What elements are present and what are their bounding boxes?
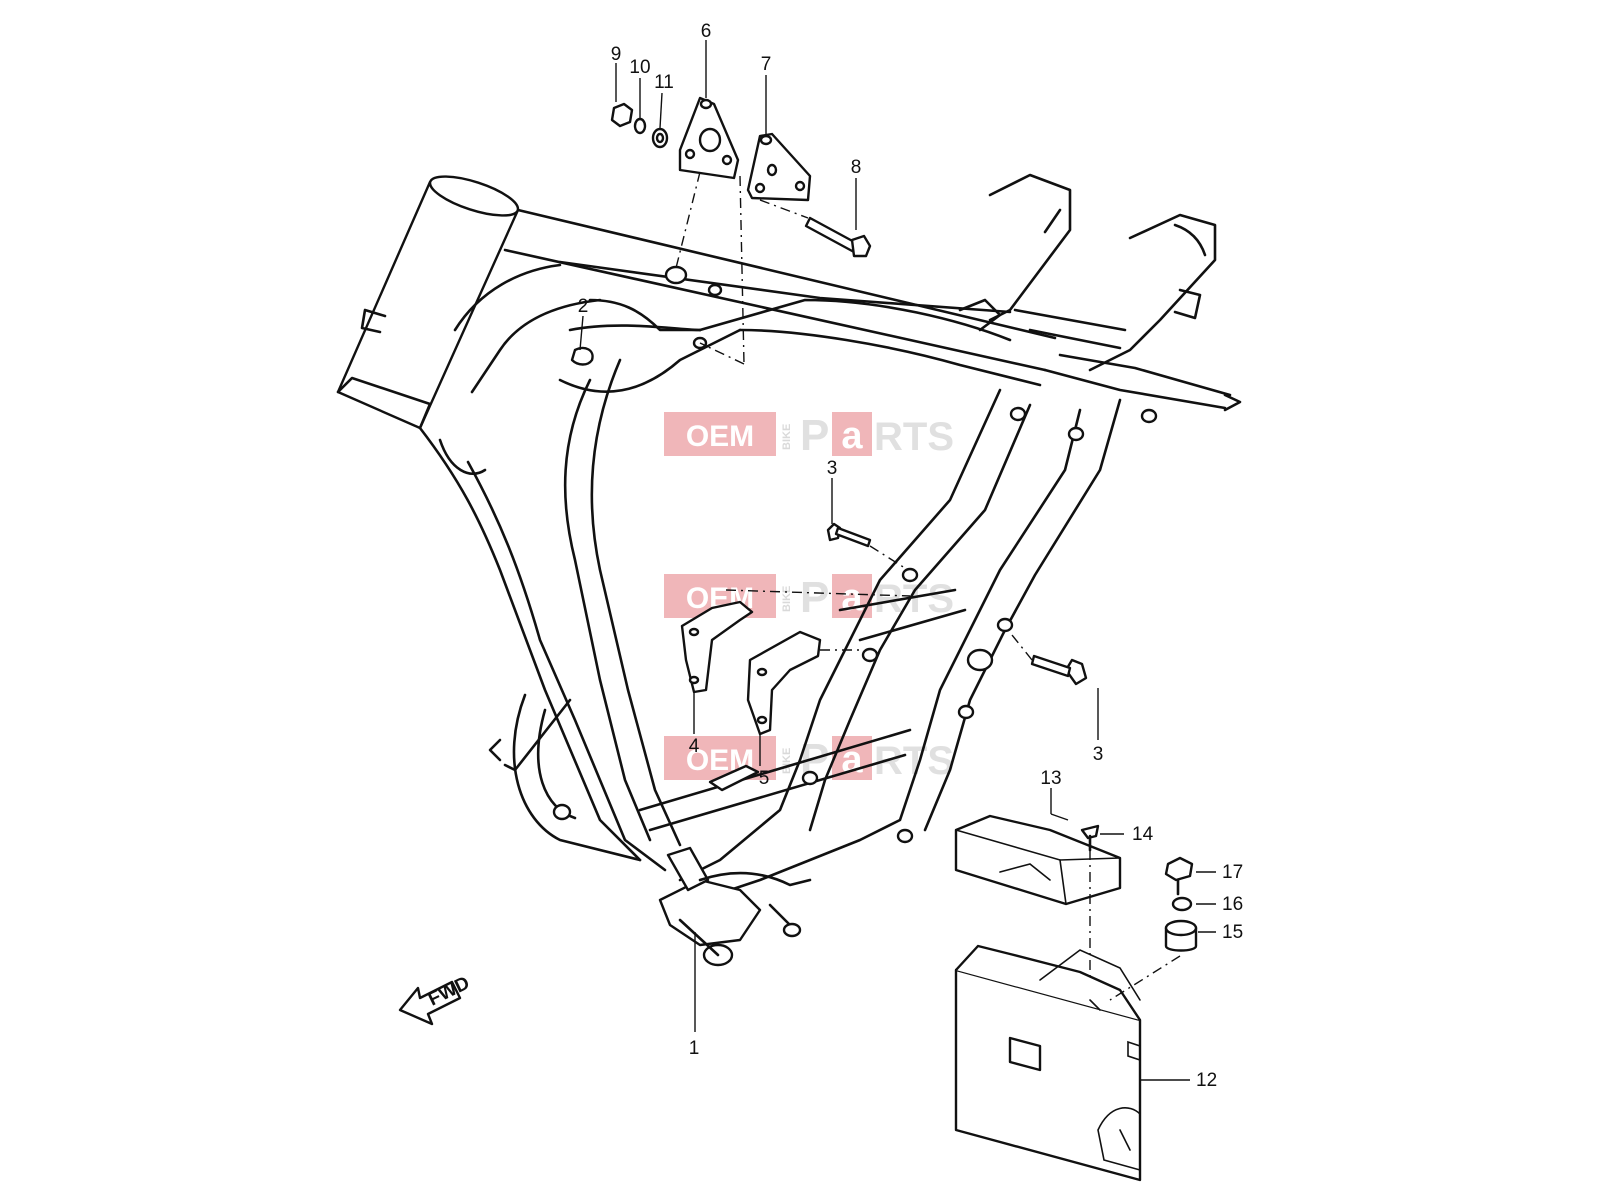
dash-lines <box>675 171 1181 1001</box>
washer-part-11 <box>651 127 669 149</box>
watermark-p: P <box>800 411 829 460</box>
watermark-a: a <box>841 577 863 619</box>
bracket-part-5 <box>708 630 822 792</box>
callout-1: 1 <box>689 1038 700 1059</box>
fwd-arrow: FWD <box>398 973 473 1026</box>
callout-5: 5 <box>759 768 770 789</box>
cushion-part-15 <box>1164 919 1198 952</box>
callout-11: 11 <box>654 72 674 93</box>
bracket-part-7 <box>746 132 812 202</box>
watermark-1: OEM BIKE P a RTS <box>664 411 954 460</box>
callout-3-upper: 3 <box>827 458 838 479</box>
callout-8: 8 <box>851 157 862 178</box>
watermark-oem: OEM <box>686 420 754 453</box>
watermark-rts: RTS <box>874 415 954 459</box>
callout-4: 4 <box>689 736 700 757</box>
leader-lines <box>579 40 1216 1081</box>
watermark-p: P <box>800 573 829 622</box>
collar-part-16 <box>1171 896 1193 912</box>
callout-17: 17 <box>1222 862 1243 883</box>
callout-labels: 9 10 11 6 7 8 2 3 3 4 5 1 13 14 17 16 15… <box>578 21 1243 1091</box>
battery-case-part-12 <box>954 944 1142 1182</box>
callout-13: 13 <box>1040 768 1061 789</box>
watermark-bike: BIKE <box>781 586 793 612</box>
watermark-a: a <box>841 415 863 457</box>
grommet-part-2 <box>570 346 594 366</box>
callout-7: 7 <box>761 54 772 75</box>
bolt-part-3-lower <box>1030 654 1088 686</box>
main-frame <box>336 173 1242 967</box>
callout-9: 9 <box>611 44 622 65</box>
bracket-part-6 <box>678 96 740 180</box>
bolt-part-17 <box>1164 856 1194 896</box>
washer-part-10 <box>633 117 647 135</box>
callout-16: 16 <box>1222 894 1243 915</box>
callout-10: 10 <box>629 57 650 78</box>
watermark-bike: BIKE <box>781 424 793 450</box>
callout-14: 14 <box>1132 824 1154 845</box>
callout-3-lower: 3 <box>1093 744 1104 765</box>
callout-6: 6 <box>701 21 712 42</box>
callout-2: 2 <box>578 296 589 317</box>
nut-part-9 <box>610 102 634 128</box>
watermark-bike: BIKE <box>781 748 793 774</box>
bolt-part-8 <box>804 216 872 258</box>
callout-15: 15 <box>1222 922 1243 943</box>
battery-cover-part-13 <box>954 814 1122 906</box>
watermark-2: OEM BIKE P a RTS <box>664 573 954 622</box>
screw-part-14 <box>1080 824 1100 852</box>
bolt-part-3-upper <box>826 522 872 548</box>
bracket-part-4 <box>680 600 754 694</box>
callout-12: 12 <box>1196 1070 1217 1091</box>
watermark-rts: RTS <box>874 577 954 621</box>
